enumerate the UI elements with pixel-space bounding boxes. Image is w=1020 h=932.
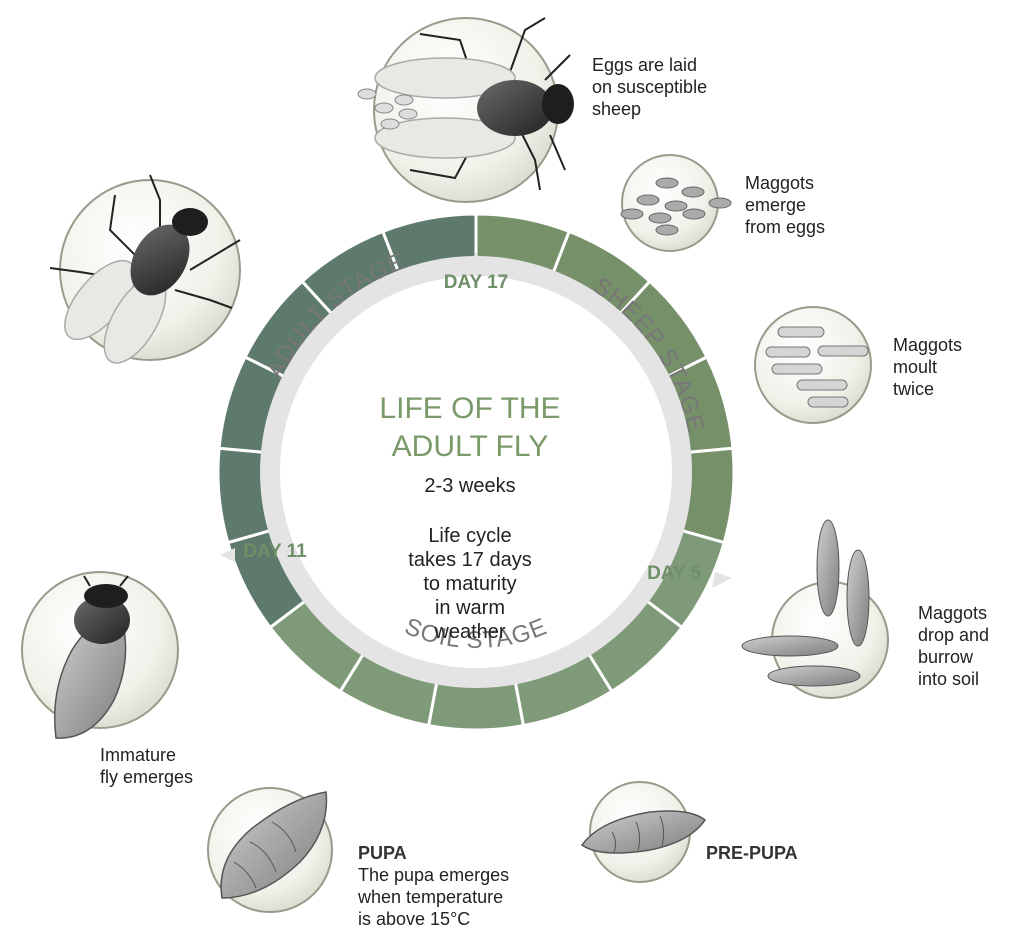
maggots-moult-icon xyxy=(755,307,871,423)
pupa-title: PUPA xyxy=(358,842,509,864)
caption-line: The pupa emerges xyxy=(358,864,509,886)
immature-fly-icon xyxy=(22,572,178,738)
center-title-line2: ADULT FLY xyxy=(300,428,640,466)
maggots-burrow-icon xyxy=(742,520,888,698)
caption-line: from eggs xyxy=(745,216,825,238)
caption-line: drop and xyxy=(918,624,989,646)
caption-line: Eggs are laid xyxy=(592,54,707,76)
center-title: LIFE OF THE ADULT FLY xyxy=(300,390,640,466)
center-desc-line: Life cycle xyxy=(300,524,640,548)
caption-line: emerge xyxy=(745,194,825,216)
maggots-moult-caption: Maggots moult twice xyxy=(893,334,962,400)
adult-fly-eggs-icon xyxy=(358,18,574,202)
caption-line: on susceptible xyxy=(592,76,707,98)
center-title-line1: LIFE OF THE xyxy=(300,390,640,428)
center-desc-line: to maturity xyxy=(300,572,640,596)
caption-line: Maggots xyxy=(745,172,825,194)
caption-line: when temperature xyxy=(358,886,509,908)
caption-line: into soil xyxy=(918,668,989,690)
pupa-caption: PUPA The pupa emerges when temperature i… xyxy=(358,842,509,930)
adult-fly-icon xyxy=(50,175,240,373)
pupa-icon xyxy=(208,788,332,912)
day17-label: DAY 17 xyxy=(444,272,508,293)
center-description: Life cycle takes 17 days to maturity in … xyxy=(300,524,640,644)
immature-caption: Immature fly emerges xyxy=(100,744,193,788)
caption-line: Maggots xyxy=(893,334,962,356)
day11-pointer xyxy=(220,548,235,562)
day5-pointer xyxy=(712,572,732,588)
day11-label: DAY 11 xyxy=(243,541,307,562)
maggots-drop-caption: Maggots drop and burrow into soil xyxy=(918,602,989,690)
center-desc-line: weather xyxy=(300,620,640,644)
maggots-emerge-caption: Maggots emerge from eggs xyxy=(745,172,825,238)
caption-line: fly emerges xyxy=(100,766,193,788)
caption-line: Maggots xyxy=(918,602,989,624)
prepupa-title: PRE-PUPA xyxy=(706,842,798,864)
caption-line: Immature xyxy=(100,744,193,766)
caption-line: sheep xyxy=(592,98,707,120)
center-desc-line: in warm xyxy=(300,596,640,620)
day5-label: DAY 5 xyxy=(647,563,701,584)
eggs-caption: Eggs are laid on susceptible sheep xyxy=(592,54,707,120)
caption-line: burrow xyxy=(918,646,989,668)
center-duration: 2-3 weeks xyxy=(300,474,640,498)
caption-line: twice xyxy=(893,378,962,400)
caption-line: is above 15°C xyxy=(358,908,509,930)
caption-line: moult xyxy=(893,356,962,378)
prepupa-caption: PRE-PUPA xyxy=(706,842,798,864)
eggs-icon xyxy=(621,155,731,251)
prepupa-icon xyxy=(582,782,705,882)
center-desc-line: takes 17 days xyxy=(300,548,640,572)
